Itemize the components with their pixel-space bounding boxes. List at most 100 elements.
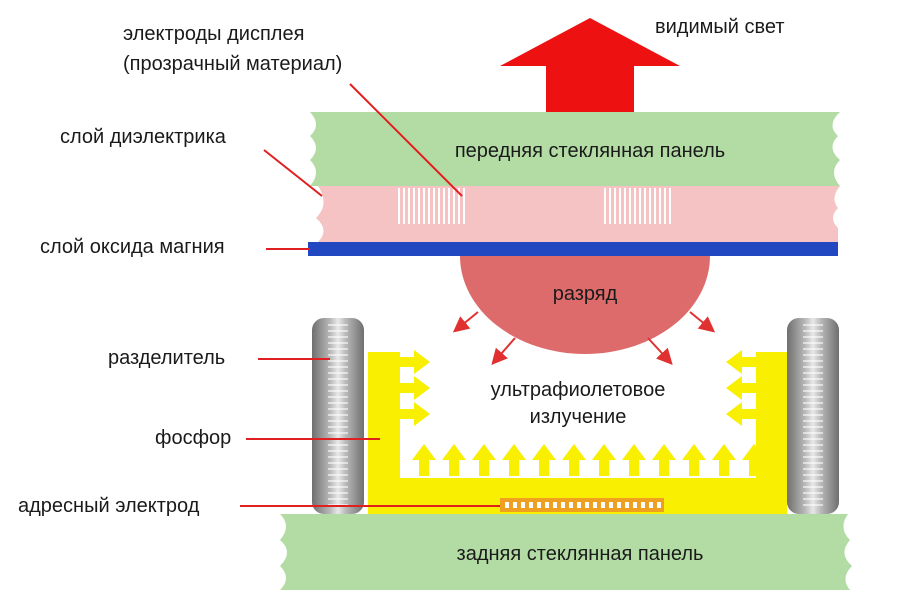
diagonal-arrow-icon (452, 311, 479, 333)
diagonal-arrow-icon (491, 337, 516, 366)
electrode-stripe (458, 188, 460, 224)
yellow-arrow-icon (712, 444, 736, 476)
electrode-segment (617, 502, 621, 508)
separator-label: разделитель (108, 347, 225, 369)
electrode-segment (601, 502, 605, 508)
yellow-arrow-icon (412, 444, 436, 476)
electrode-segment (625, 502, 629, 508)
up-arrow-icon (500, 18, 680, 112)
electrode-stripe (463, 188, 465, 224)
yellow-arrow-icon (726, 350, 758, 374)
electrode-stripe (664, 188, 666, 224)
display-electrodes-label-line2: (прозрачный материал) (123, 53, 342, 75)
yellow-arrow-icon (442, 444, 466, 476)
yellow-arrow-icon (532, 444, 556, 476)
electrode-stripe (423, 188, 425, 224)
electrode-segment (521, 502, 525, 508)
display-electrodes-label-line1: электроды дисплея (123, 23, 304, 45)
electrode-stripe (398, 188, 400, 224)
electrode-stripe (639, 188, 641, 224)
electrode-stripe (433, 188, 435, 224)
electrode-segment (529, 502, 533, 508)
phosphor-layer (368, 352, 787, 514)
electrode-segment (593, 502, 597, 508)
electrode-stripe (634, 188, 636, 224)
yellow-arrow-icon (742, 444, 766, 476)
electrode-stripe (614, 188, 616, 224)
yellow-arrow-icon (398, 376, 430, 400)
electrode-segment (609, 502, 613, 508)
discharge-bubble (460, 256, 710, 354)
uv-label-line1: ультрафиолетовое (491, 379, 666, 401)
electrode-stripe (443, 188, 445, 224)
electrode-segment (545, 502, 549, 508)
phosphor-label: фосфор (155, 427, 231, 449)
yellow-arrow-icon (592, 444, 616, 476)
yellow-arrow-icon (726, 402, 758, 426)
leader-line-dielectric (263, 149, 323, 197)
front-glass-label: передняя стеклянная панель (455, 140, 725, 162)
electrode-stripe (644, 188, 646, 224)
electrode-stripe (654, 188, 656, 224)
uv-rays (452, 311, 716, 366)
address-electrode (500, 498, 664, 512)
rear-glass-panel (280, 514, 852, 590)
dielectric-layer-label: слой диэлектрика (60, 126, 227, 148)
electrode-stripe (604, 188, 606, 224)
electrode-stripe (408, 188, 410, 224)
address-electrode-label: адресный электрод (18, 495, 200, 517)
electrode-segment (537, 502, 541, 508)
electrode-stripe (428, 188, 430, 224)
yellow-arrow-icon (682, 444, 706, 476)
yellow-arrow-icon (472, 444, 496, 476)
address-electrode-pattern (505, 502, 661, 508)
electrode-segment (633, 502, 637, 508)
dielectric-layer (316, 186, 840, 242)
electrode-segment (577, 502, 581, 508)
electrode-segment (505, 502, 509, 508)
electrode-segment (585, 502, 589, 508)
electrode-stripe (624, 188, 626, 224)
separator-left (312, 318, 364, 514)
diagonal-arrow-icon (689, 311, 716, 333)
yellow-arrow-icon (398, 350, 430, 374)
electrode-stripe (659, 188, 661, 224)
uv-label-line2: излучение (530, 406, 627, 428)
electrode-stripe (403, 188, 405, 224)
yellow-arrow-icon (562, 444, 586, 476)
yellow-arrow-icon (502, 444, 526, 476)
electrode-stripe (438, 188, 440, 224)
electrode-stripe (413, 188, 415, 224)
electrode-segment (553, 502, 557, 508)
electrode-stripe (453, 188, 455, 224)
rear-glass-label: задняя стеклянная панель (457, 543, 704, 565)
diagonal-arrow-icon (647, 337, 673, 365)
electrode-stripe (609, 188, 611, 224)
yellow-arrow-icon (652, 444, 676, 476)
mgo-layer (308, 242, 838, 256)
yellow-arrow-icon (622, 444, 646, 476)
electrode-segment (513, 502, 517, 508)
electrode-stripe (669, 188, 671, 224)
discharge-label: разряд (553, 283, 618, 305)
leader-line-display-electrodes (349, 83, 463, 197)
electrode-stripe (619, 188, 621, 224)
mgo-layer-label: слой оксида магния (40, 236, 225, 258)
electrode-segment (657, 502, 661, 508)
electrode-stripe (418, 188, 420, 224)
electrode-segment (641, 502, 645, 508)
yellow-arrow-icon (726, 376, 758, 400)
phosphor-glow-arrows (398, 350, 766, 476)
visible-light-label: видимый свет (655, 16, 785, 38)
electrode-segment (649, 502, 653, 508)
separator-right (787, 318, 839, 514)
electrode-segment (569, 502, 573, 508)
display-electrode-right (604, 188, 671, 224)
display-electrode-left (398, 188, 465, 224)
electrode-stripe (649, 188, 651, 224)
front-glass-panel (310, 112, 840, 186)
electrode-stripe (448, 188, 450, 224)
yellow-arrow-icon (398, 402, 430, 426)
electrode-segment (561, 502, 565, 508)
